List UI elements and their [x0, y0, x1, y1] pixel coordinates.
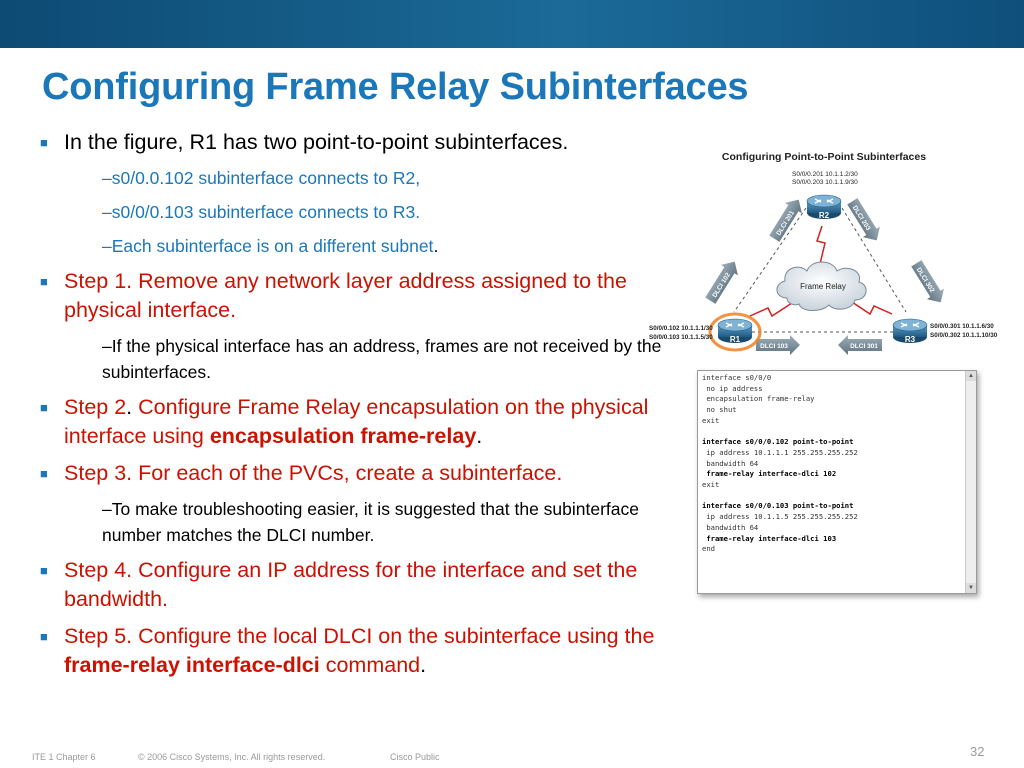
config-line: interface s0/0/0.103 point-to-point — [702, 501, 854, 511]
sub-bullet: –If the physical interface has an addres… — [102, 336, 662, 382]
r3-address-1: S0/0/0.301 10.1.1.6/30 — [930, 323, 994, 330]
slide-title: Configuring Frame Relay Subinterfaces — [42, 66, 749, 108]
pvc-line-r2-r3 — [841, 207, 907, 313]
bullet-step3: ■ Step 3. For each of the PVCs, create a… — [40, 459, 680, 488]
config-line: interface s0/0/0.102 point-to-point — [702, 437, 854, 447]
cloud-label: Frame Relay — [800, 282, 846, 291]
config-line: ip address 10.1.1.5 255.255.255.252 — [702, 512, 858, 522]
highlight-ring — [708, 312, 762, 352]
router-icon — [806, 194, 842, 219]
config-line: bandwidth 64 — [702, 458, 759, 468]
config-lines: interface s0/0/0 no ip address encapsula… — [702, 373, 964, 555]
bullet-square-icon: ■ — [40, 135, 48, 150]
lightning-link-icon — [816, 225, 826, 265]
config-line: exit — [702, 415, 720, 425]
bullet-step1: ■ Step 1. Remove any network layer addre… — [40, 267, 680, 325]
dlci-label: DLCI 301 — [850, 343, 878, 350]
r3-label: R3 — [905, 335, 916, 344]
footer-course: ITE 1 Chapter 6 — [32, 752, 96, 762]
lightning-link-icon — [749, 302, 793, 318]
bullet-list: ■ In the figure, R1 has two point-to-poi… — [40, 128, 680, 688]
bullet-step5: ■ Step 5. Configure the local DLCI on th… — [40, 622, 680, 680]
bullet-period: . — [476, 424, 483, 448]
r2-label: R2 — [819, 211, 830, 220]
scroll-down-arrow-icon[interactable]: ▼ — [966, 583, 976, 593]
config-line: frame-relay interface-dlci 103 — [702, 533, 837, 543]
footer-copyright: © 2006 Cisco Systems, Inc. All rights re… — [138, 752, 326, 762]
bullet-step2: ■ Step 2. Configure Frame Relay encapsul… — [40, 393, 680, 451]
bullet-square-icon: ■ — [40, 563, 48, 578]
bullet-text: command — [319, 653, 421, 677]
r2-address-1: S0/0/0.201 10.1.1.2/30 — [792, 171, 858, 178]
config-line: frame-relay interface-dlci 102 — [702, 469, 837, 479]
figure-title: Configuring Point-to-Point Subinterfaces — [722, 151, 926, 163]
bullet-text: In the figure, R1 has two point-to-point… — [64, 130, 569, 154]
topology-diagram: Configuring Point-to-Point Subinterfaces… — [649, 151, 998, 355]
config-line: no ip address — [702, 383, 763, 393]
bullet-text: Configure Frame Relay encapsulation on t… — [64, 395, 649, 448]
sub-bullet: –s0/0/0.103 subinterface connects to R3. — [102, 202, 421, 222]
dlci-label: DLCI 103 — [760, 343, 788, 350]
pvc-arrow-icon: DLCI 301 — [838, 335, 882, 355]
pvc-arrow-icon: DLCI 203 — [847, 198, 880, 241]
bullet-square-icon: ■ — [40, 400, 48, 415]
config-line: no shut — [702, 405, 737, 415]
footer-classification: Cisco Public — [390, 752, 440, 762]
router-icon — [717, 318, 753, 343]
config-line: encapsulation frame-relay — [702, 394, 815, 404]
config-line — [702, 427, 964, 438]
command-text: frame-relay interface-dlci — [64, 653, 320, 677]
bullet-text: Step 3. For each of the PVCs, create a s… — [64, 461, 563, 485]
scrollbar[interactable]: ▲ ▼ — [965, 371, 976, 593]
r1-address-2: S0/0/0.103 10.1.1.5/30 — [649, 334, 713, 341]
command-text: encapsulation frame-relay — [209, 424, 477, 448]
lightning-link-icon — [851, 301, 893, 316]
pvc-arrow-icon: DLCI 201 — [769, 199, 802, 242]
pvc-arrow-icon: DLCI 302 — [911, 260, 944, 303]
sub-bullet-period: . — [433, 236, 439, 256]
r1-label: R1 — [730, 335, 741, 344]
bullet-square-icon: ■ — [40, 466, 48, 481]
pvc-arrow-icon: DLCI 102 — [705, 261, 738, 304]
r2-address-2: S0/0/0.203 10.1.1.9/30 — [792, 179, 858, 186]
bullet-text: Step 1. Remove any network layer address… — [64, 269, 627, 322]
bullet-square-icon: ■ — [40, 629, 48, 644]
cloud-icon — [776, 261, 867, 311]
config-line: end — [702, 544, 715, 554]
r1-address-1: S0/0/0.102 10.1.1.1/30 — [649, 325, 713, 332]
bullet-text: Step 4. Configure an IP address for the … — [64, 558, 638, 611]
bullet-text: Step 2 — [64, 395, 127, 419]
config-line: exit — [702, 480, 720, 490]
bullet-step4: ■ Step 4. Configure an IP address for th… — [40, 556, 680, 614]
bullet-text: Step 5. Configure the local DLCI on the … — [64, 624, 655, 648]
sub-bullet: –To make troubleshooting easier, it is s… — [102, 499, 639, 545]
bullet-dot: . — [126, 395, 133, 419]
config-line: ip address 10.1.1.1 255.255.255.252 — [702, 447, 858, 457]
config-line: interface s0/0/0 — [702, 373, 772, 382]
bullet-square-icon: ■ — [40, 274, 48, 289]
header-bar — [0, 0, 1024, 48]
config-listing: interface s0/0/0 no ip address encapsula… — [697, 370, 977, 594]
bullet-intro: ■ In the figure, R1 has two point-to-poi… — [40, 128, 680, 157]
config-line: bandwidth 64 — [702, 522, 759, 532]
pvc-arrow-icon: DLCI 103 — [756, 335, 800, 355]
sub-bullet-text: –Each subinterface is on a different sub… — [102, 236, 434, 256]
sub-bullet: –Each subinterface is on a different sub… — [102, 233, 680, 259]
scroll-up-arrow-icon[interactable]: ▲ — [966, 371, 976, 381]
sub-bullet: –s0/0.0.102 subinterface connects to R2, — [102, 168, 421, 188]
bullet-period: . — [420, 653, 427, 677]
r3-address-2: S0/0/0.302 10.1.1.10/30 — [930, 332, 998, 339]
config-line — [702, 491, 964, 502]
router-icon — [892, 318, 928, 343]
page-number: 32 — [970, 744, 985, 759]
